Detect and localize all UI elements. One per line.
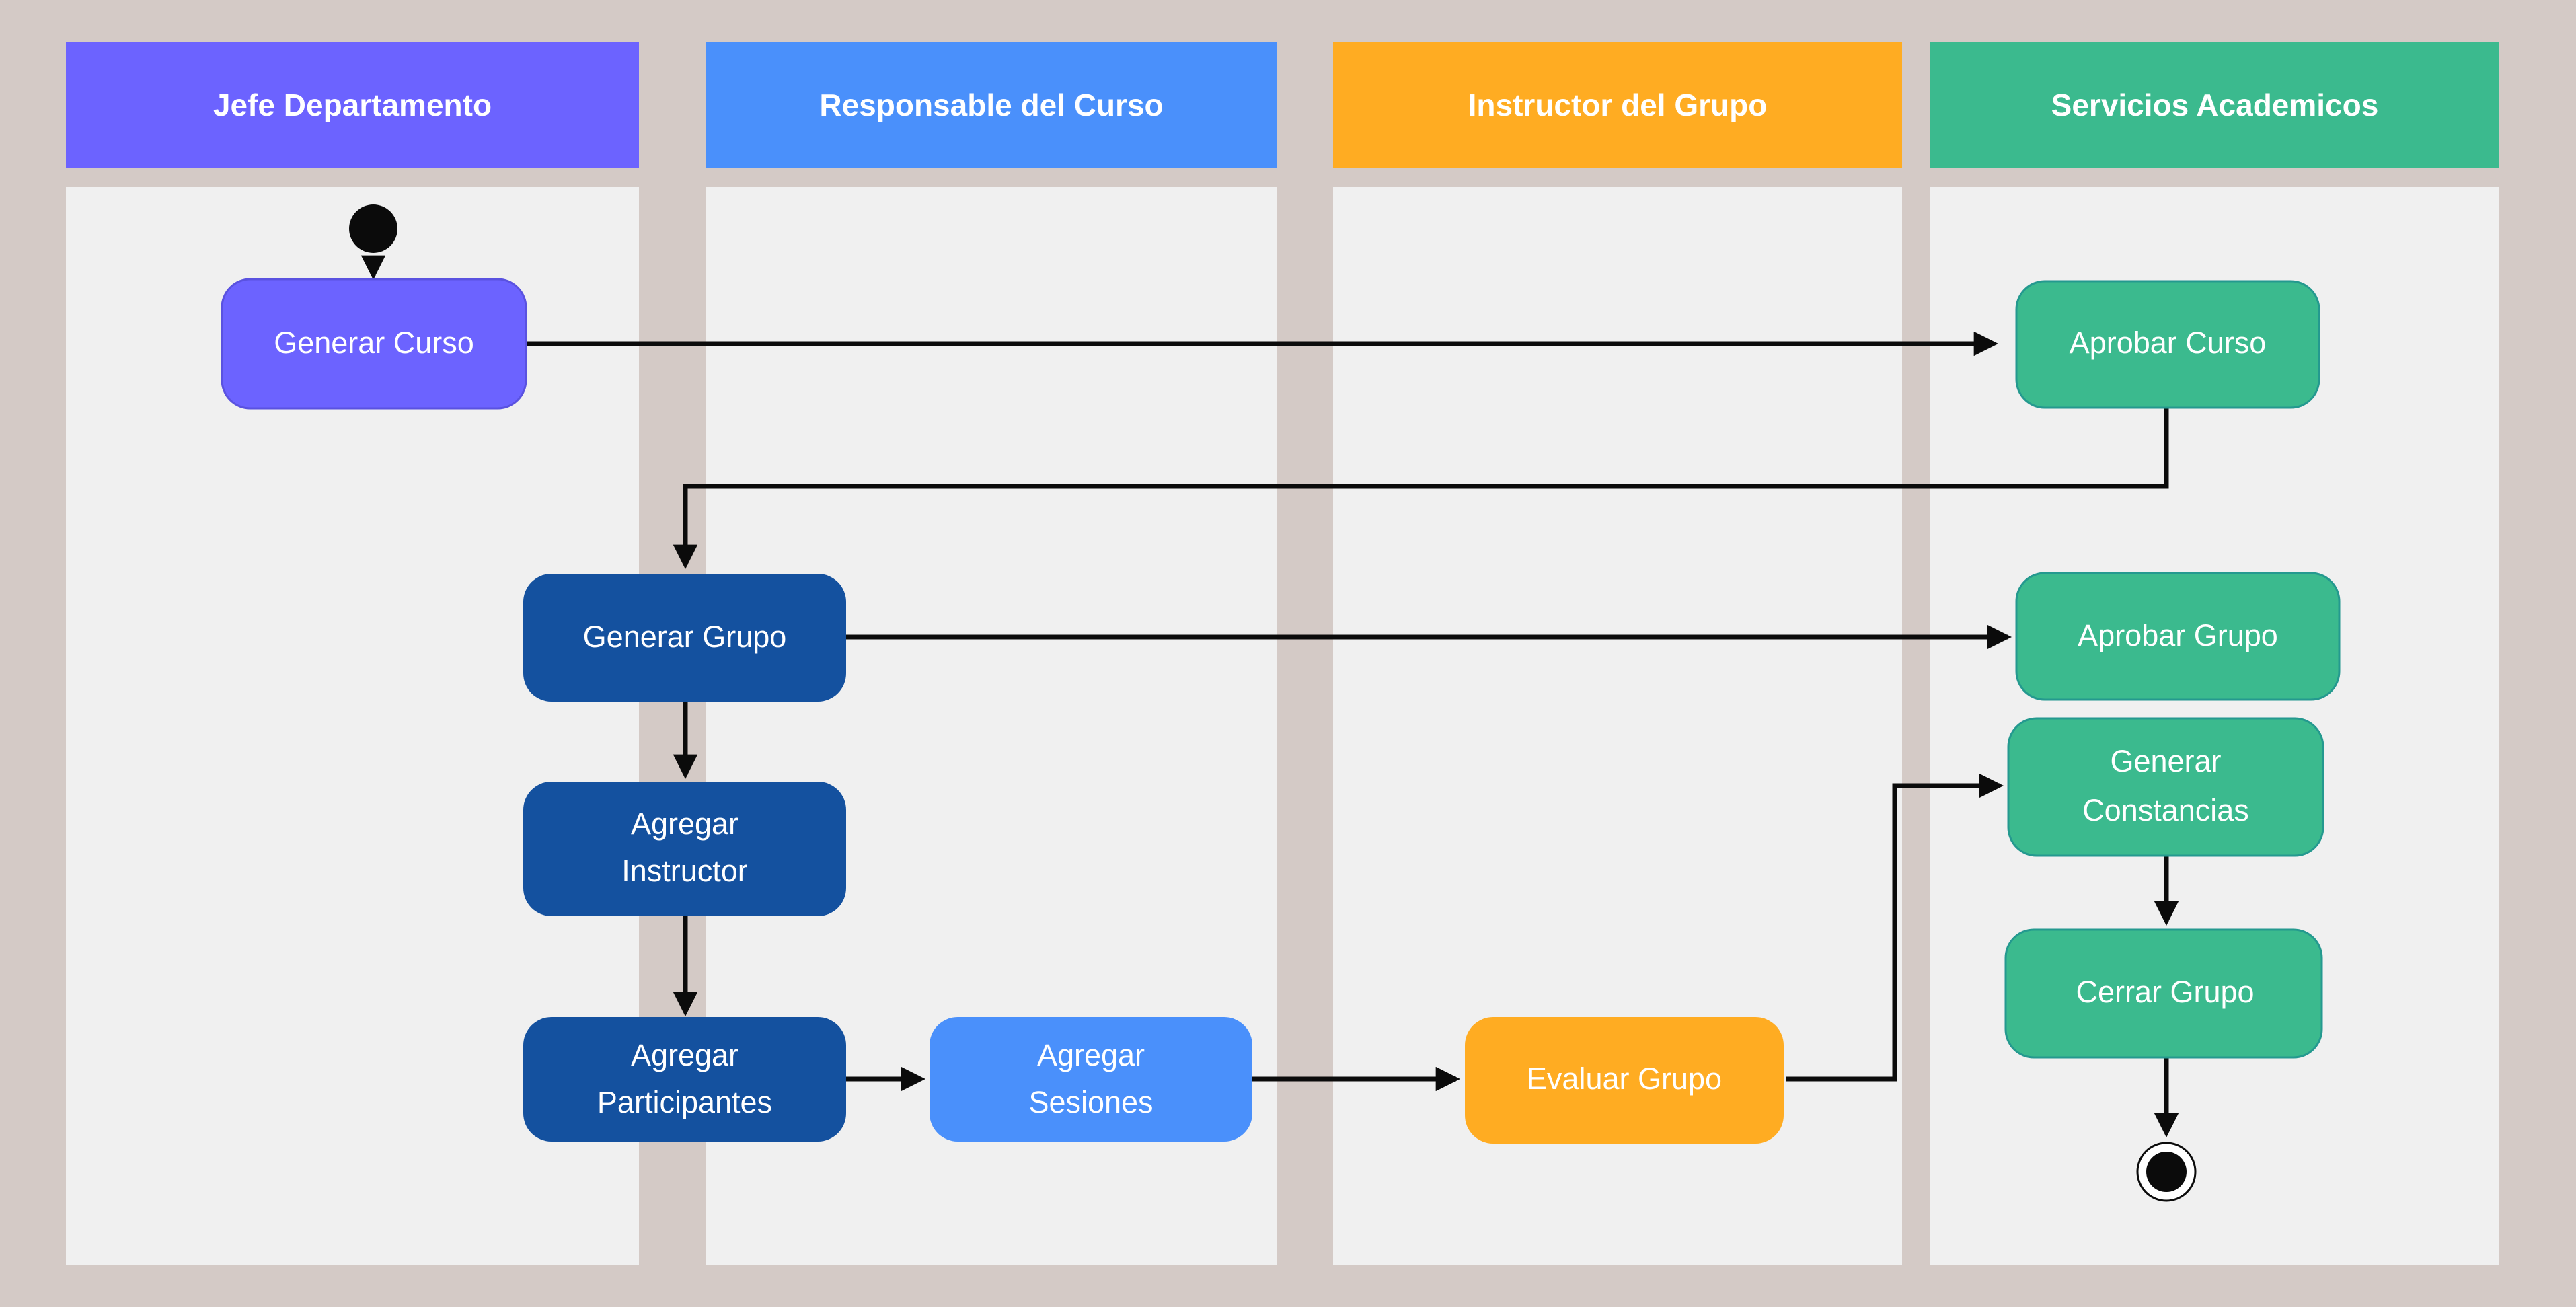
node-generar-constancias[interactable]: Generar Constancias <box>2007 717 2324 857</box>
lane-title-jefe: Jefe Departamento <box>213 87 492 122</box>
node-label-generar-grupo: Generar Grupo <box>583 620 787 654</box>
node-label-cerrar-grupo: Cerrar Grupo <box>2076 975 2254 1009</box>
edges <box>361 255 2179 1138</box>
lane-title-responsable: Responsable del Curso <box>819 87 1163 122</box>
lane-header-jefe[interactable]: Jefe Departamento <box>66 42 639 168</box>
node-label-agregar-sesiones-line2: Sesiones <box>1028 1085 1153 1119</box>
node-label-aprobar-curso: Aprobar Curso <box>2070 326 2267 360</box>
end-node[interactable] <box>2136 1142 2197 1202</box>
node-label-generar-constancias-line1: Generar <box>2110 744 2221 778</box>
node-label-aprobar-grupo: Aprobar Grupo <box>2078 618 2278 652</box>
lane-title-servicios: Servicios Academicos <box>2051 87 2379 122</box>
lane-title-instructor: Instructor del Grupo <box>1468 87 1768 122</box>
node-cerrar-grupo[interactable]: Cerrar Grupo <box>2004 928 2323 1059</box>
lane-header-servicios[interactable]: Servicios Academicos <box>1930 42 2499 168</box>
edge-evaluar-grupo-to-generar-constancias <box>1786 773 2004 1082</box>
node-agregar-participantes[interactable]: Agregar Participantes <box>523 1017 846 1142</box>
node-evaluar-grupo[interactable]: Evaluar Grupo <box>1465 1017 1784 1144</box>
node-label-agregar-instructor-line2: Instructor <box>621 854 748 888</box>
nodes: Generar Curso Generar Grupo Agregar Inst… <box>221 204 2341 1202</box>
lane-header-instructor[interactable]: Instructor del Grupo <box>1333 42 1902 168</box>
node-generar-curso[interactable]: Generar Curso <box>221 278 527 410</box>
node-agregar-sesiones[interactable]: Agregar Sesiones <box>930 1017 1252 1142</box>
node-aprobar-curso[interactable]: Aprobar Curso <box>2015 280 2320 409</box>
node-label-generar-curso: Generar Curso <box>274 326 474 360</box>
node-label-generar-constancias-line2: Constancias <box>2082 793 2249 827</box>
node-label-agregar-participantes-line2: Participantes <box>597 1085 772 1119</box>
node-generar-grupo[interactable]: Generar Grupo <box>523 574 846 702</box>
node-label-agregar-sesiones-line1: Agregar <box>1037 1038 1145 1072</box>
lane-header-responsable[interactable]: Responsable del Curso <box>706 42 1277 168</box>
node-label-agregar-participantes-line1: Agregar <box>631 1038 738 1072</box>
lane-headers: Jefe Departamento Responsable del Curso … <box>66 42 2499 168</box>
node-label-evaluar-grupo: Evaluar Grupo <box>1527 1061 1722 1096</box>
node-agregar-instructor[interactable]: Agregar Instructor <box>523 782 846 916</box>
edge-aprobar-curso-to-generar-grupo <box>673 406 2169 570</box>
node-aprobar-grupo[interactable]: Aprobar Grupo <box>2015 572 2341 701</box>
node-label-agregar-instructor-line1: Agregar <box>631 807 738 841</box>
start-node[interactable] <box>349 204 397 253</box>
